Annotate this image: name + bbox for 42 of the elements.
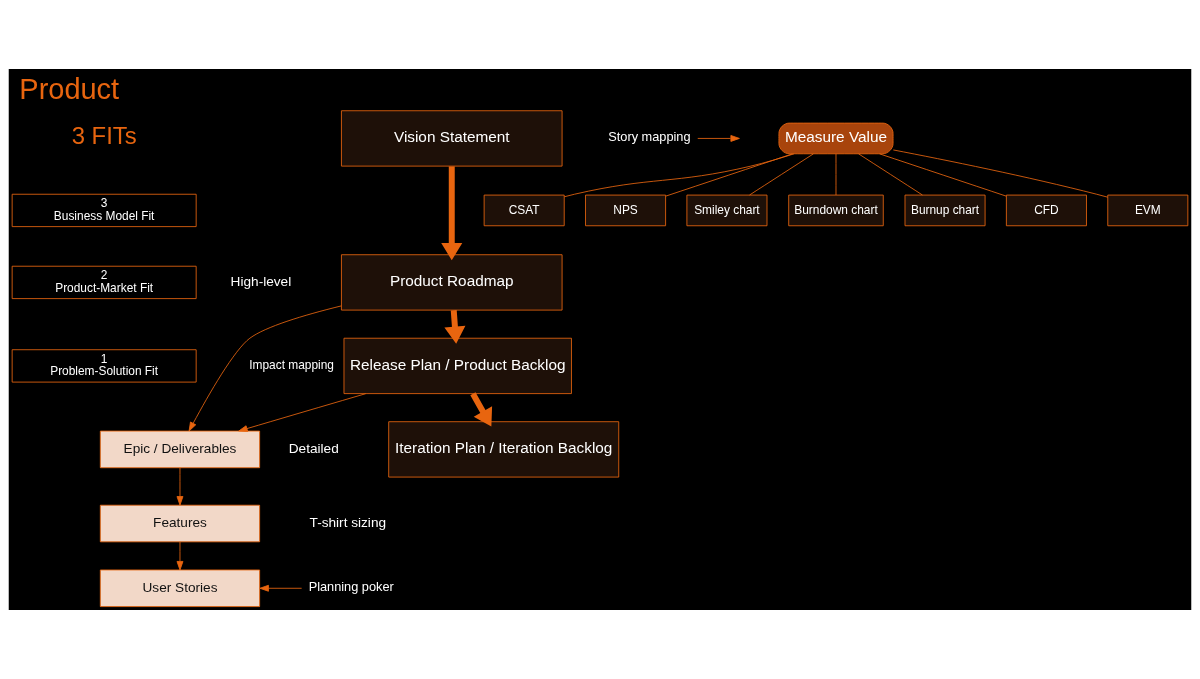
connector: [665, 153, 793, 197]
node-box: User Stories: [99, 569, 261, 607]
node-box: Product Roadmap: [341, 254, 563, 311]
node-box: NPS: [585, 194, 667, 227]
diagram-title: Product: [19, 72, 120, 105]
node-box: 2 Product-Market Fit: [11, 265, 197, 300]
node-text: Story mapping: [608, 129, 691, 145]
node-box: Measure Value: [778, 122, 894, 155]
node-box: Vision Statement: [341, 110, 563, 167]
node-box: EVM: [1107, 194, 1189, 227]
node-box: Release Plan / Product Backlog: [343, 337, 572, 395]
node-box: CFD: [1005, 194, 1087, 227]
arrow: [441, 166, 463, 261]
node-box: 1 Problem-Solution Fit: [11, 349, 197, 383]
label: Detailed: [288, 440, 339, 456]
arrow: [176, 467, 184, 506]
connector: [835, 153, 837, 196]
label: T-shirt sizing: [309, 514, 387, 530]
node-box: Burnup chart: [904, 194, 986, 227]
node-box: Features: [99, 504, 261, 543]
edge-label: Impact mapping: [249, 358, 334, 373]
node-box: Smiley chart: [686, 194, 768, 227]
node-box: CSAT: [483, 194, 565, 227]
node-box: 3 Business Model Fit: [11, 193, 197, 228]
connector: [892, 149, 1109, 198]
arrow: [444, 310, 466, 344]
connector: [879, 153, 1007, 197]
label: 3 FITs: [71, 122, 137, 150]
label: High-level: [230, 273, 292, 289]
arrow: [697, 135, 740, 142]
node-box: Iteration Plan / Iteration Backlog: [388, 421, 620, 478]
connector: [563, 153, 795, 198]
arrow: [259, 584, 303, 592]
arrow: [188, 305, 342, 432]
node-box: Burndown chart: [788, 194, 884, 227]
connector: [858, 153, 923, 196]
arrow: [238, 393, 367, 432]
arrow: [176, 541, 184, 571]
node-box: Epic / Deliverables: [99, 430, 261, 469]
node-text: Planning poker: [308, 579, 394, 595]
arrow: [470, 392, 493, 427]
connector: [749, 153, 814, 196]
